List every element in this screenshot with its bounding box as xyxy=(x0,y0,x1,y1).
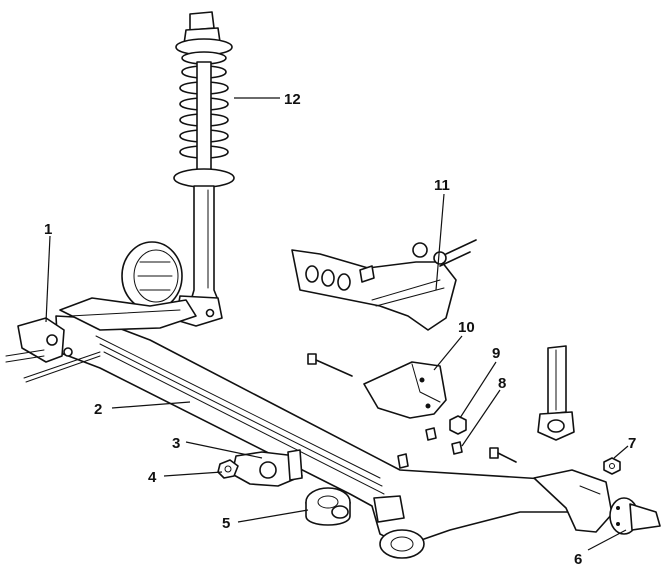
callout-2: 2 xyxy=(94,401,102,418)
leader-lines xyxy=(45,97,629,551)
callout-12: 12 xyxy=(284,91,301,108)
bolt xyxy=(307,353,353,377)
bolt xyxy=(489,447,517,463)
callout-labels: 1 2 3 4 5 6 7 8 9 10 11 12 xyxy=(44,91,636,568)
bracket xyxy=(231,449,303,487)
callout-10: 10 xyxy=(458,319,475,336)
callout-1: 1 xyxy=(44,221,52,238)
nut xyxy=(603,457,621,475)
callout-3: 3 xyxy=(172,435,180,452)
nut xyxy=(449,415,467,435)
bolt xyxy=(397,427,463,469)
brake-drum xyxy=(121,241,183,311)
callout-4: 4 xyxy=(148,469,157,486)
stub-axle xyxy=(609,497,661,535)
rear-axle-beam xyxy=(5,297,613,559)
callout-8: 8 xyxy=(498,375,506,392)
callout-6: 6 xyxy=(574,551,582,568)
rubber-bush xyxy=(305,487,351,526)
mounting-bracket xyxy=(363,361,447,419)
callout-11: 11 xyxy=(434,177,450,194)
callout-9: 9 xyxy=(492,345,500,362)
callout-7: 7 xyxy=(628,435,636,452)
shock-absorber xyxy=(537,345,575,441)
body-mounting-bracket xyxy=(291,239,477,331)
coil-spring-strut-assembly xyxy=(173,11,235,327)
callout-5: 5 xyxy=(222,515,230,532)
